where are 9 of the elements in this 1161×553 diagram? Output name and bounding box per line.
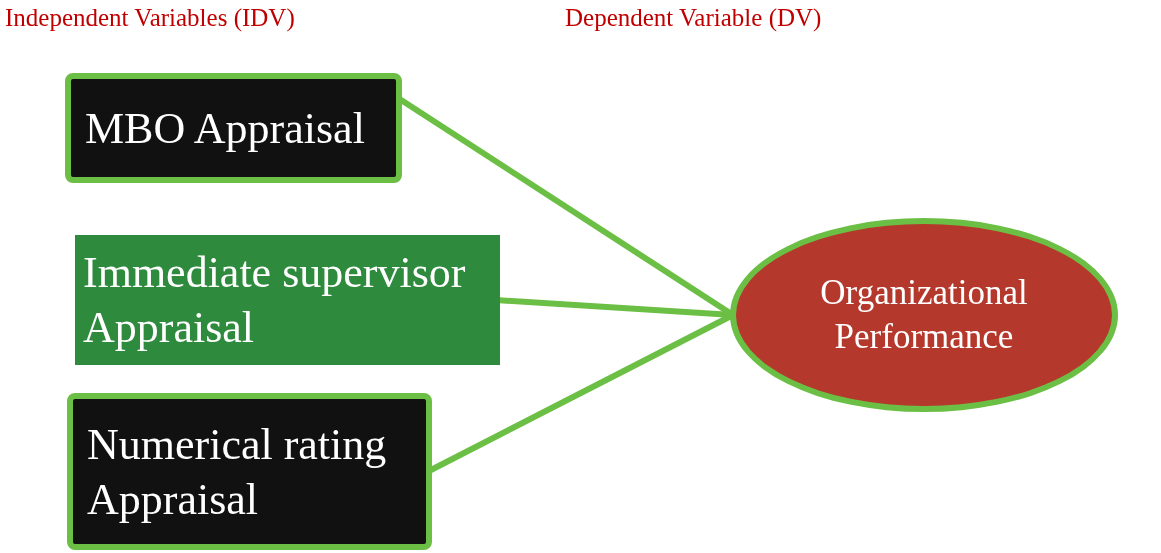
node-label: Immediate supervisor Appraisal <box>83 247 467 354</box>
node-label: MBO Appraisal <box>85 102 365 155</box>
variable-box <box>67 393 432 550</box>
variable-box <box>75 235 500 365</box>
variable-box <box>65 73 402 183</box>
column-heading: Dependent Variable (DV) <box>565 4 822 32</box>
node-label: Numerical rating Appraisal <box>87 418 388 526</box>
column-heading: Independent Variables (IDV) <box>5 4 295 32</box>
node-label: Organizational Performance <box>819 272 1029 358</box>
